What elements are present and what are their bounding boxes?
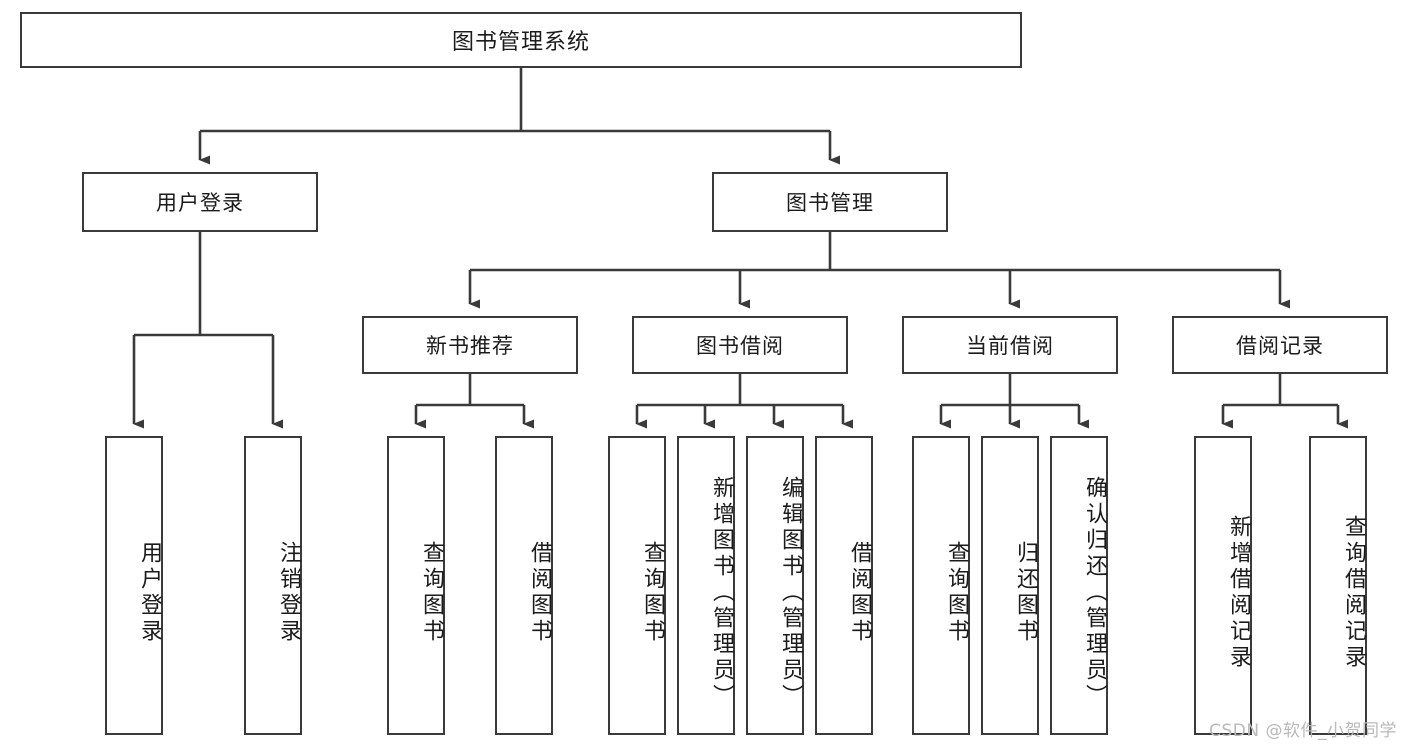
node-label: 查询借阅记录: [1341, 514, 1366, 671]
leaf-current-borrow-query[interactable]: 查询图书: [912, 436, 970, 735]
node-label: 新书推荐: [426, 334, 514, 358]
node-label: 图书管理系统: [451, 30, 590, 55]
node-label: 借阅记录: [1236, 334, 1324, 358]
node-label: 当前借阅: [966, 334, 1054, 358]
leaf-user-login-logout[interactable]: 注销登录: [244, 436, 302, 735]
node-label: 确认归还（管理员）: [1082, 475, 1107, 710]
node-label: 注销登录: [276, 540, 301, 645]
node-label: 借阅图书: [527, 540, 552, 645]
watermark-text: CSDN @软件_小贺同学: [1209, 721, 1397, 741]
node-label: 查询图书: [640, 540, 665, 645]
leaf-borrow-record-add[interactable]: 新增借阅记录: [1194, 436, 1252, 735]
node-label: 用户登录: [156, 191, 244, 215]
leaf-current-borrow-confirm-return[interactable]: 确认归还（管理员）: [1050, 436, 1108, 735]
node-label: 图书借阅: [696, 334, 784, 358]
node-label: 查询图书: [419, 540, 444, 645]
leaf-new-book-query[interactable]: 查询图书: [387, 436, 445, 735]
node-current-borrow[interactable]: 当前借阅: [902, 316, 1118, 374]
node-label: 新增图书（管理员）: [709, 475, 734, 710]
leaf-book-borrow-edit[interactable]: 编辑图书（管理员）: [746, 436, 804, 735]
leaf-book-borrow-borrow[interactable]: 借阅图书: [815, 436, 873, 735]
node-label: 用户登录: [137, 540, 162, 645]
leaf-new-book-borrow[interactable]: 借阅图书: [495, 436, 553, 735]
node-new-book-recommend[interactable]: 新书推荐: [362, 316, 578, 374]
node-label: 归还图书: [1013, 540, 1038, 645]
node-book-borrow[interactable]: 图书借阅: [632, 316, 848, 374]
leaf-book-borrow-add[interactable]: 新增图书（管理员）: [677, 436, 735, 735]
leaf-user-login-login[interactable]: 用户登录: [105, 436, 163, 735]
node-label: 借阅图书: [847, 540, 872, 645]
node-label: 查询图书: [944, 540, 969, 645]
node-borrow-record[interactable]: 借阅记录: [1172, 316, 1388, 374]
node-label: 编辑图书（管理员）: [778, 475, 803, 710]
node-label: 新增借阅记录: [1226, 514, 1251, 671]
leaf-book-borrow-query[interactable]: 查询图书: [608, 436, 666, 735]
leaf-current-borrow-return[interactable]: 归还图书: [981, 436, 1039, 735]
node-root-system[interactable]: 图书管理系统: [20, 12, 1022, 68]
node-book-management[interactable]: 图书管理: [712, 172, 948, 232]
node-user-login[interactable]: 用户登录: [82, 172, 318, 232]
leaf-borrow-record-query[interactable]: 查询借阅记录: [1309, 436, 1367, 735]
node-label: 图书管理: [786, 191, 874, 215]
